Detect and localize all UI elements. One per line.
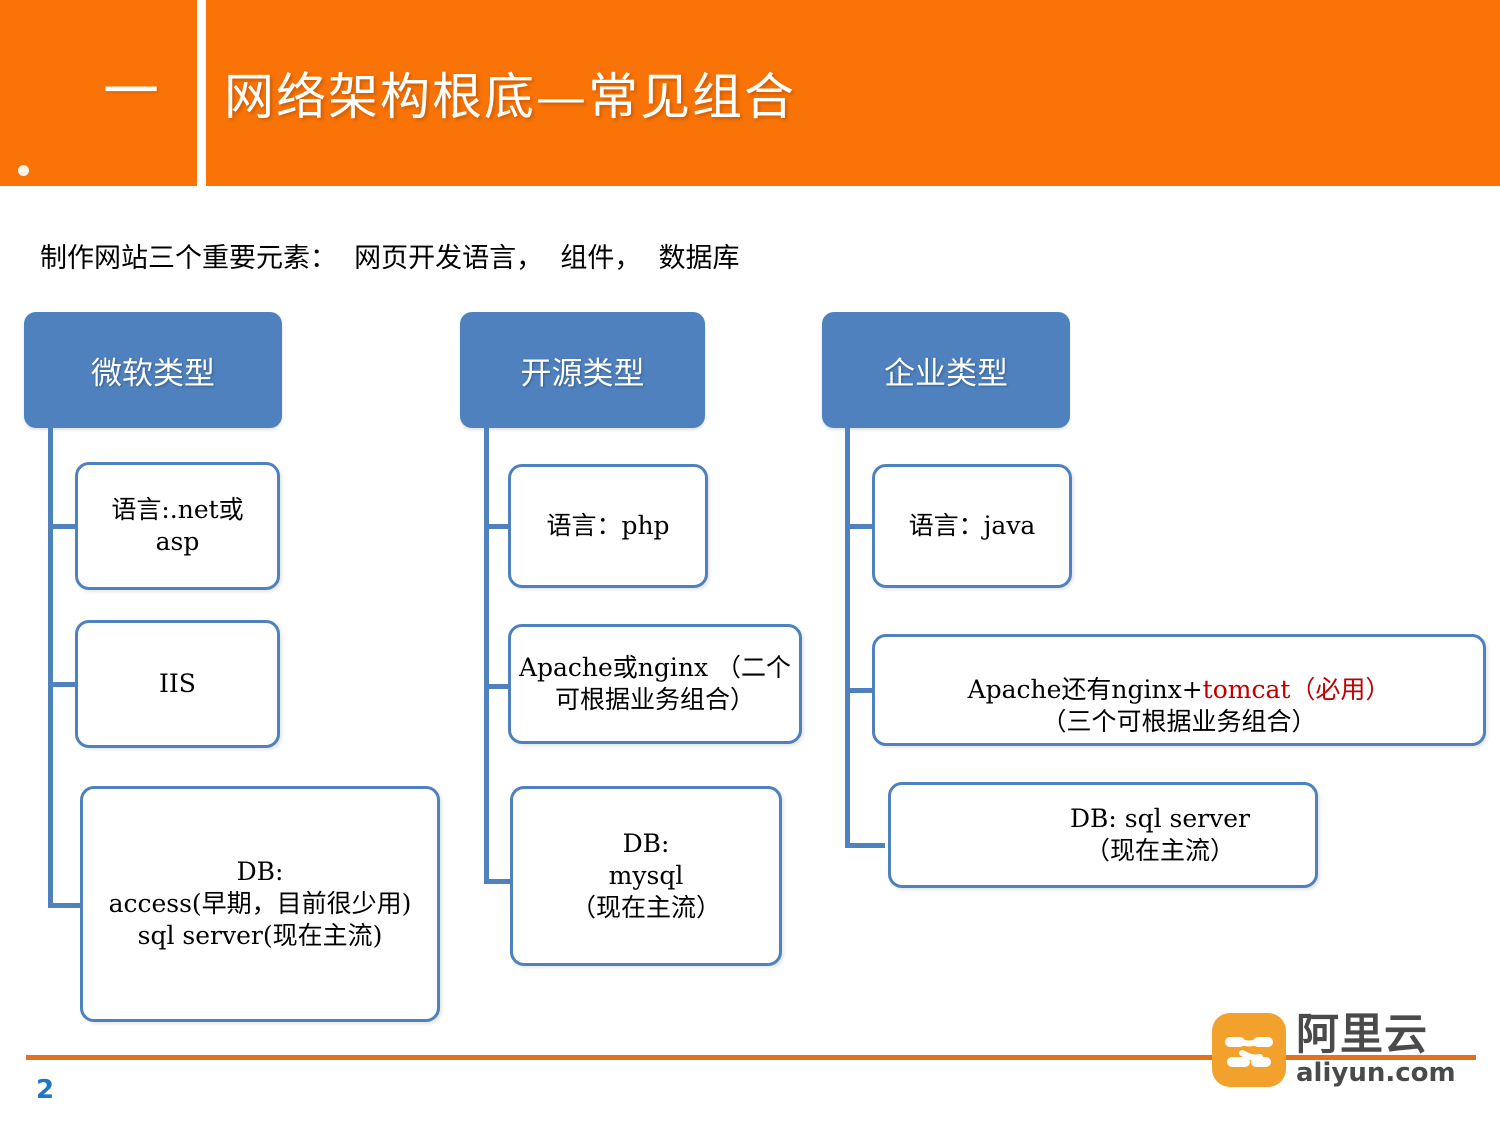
tree-stub-3-3 xyxy=(845,843,885,848)
node-ent-server-text-plain: Apache还有nginx+ xyxy=(967,675,1203,704)
tree-stub-1-3 xyxy=(48,903,86,908)
node-ent-language[interactable]: 语言：java xyxy=(872,464,1072,588)
node-ms-server[interactable]: IIS xyxy=(75,620,280,748)
aliyun-logo-cn: 阿里云 xyxy=(1296,1010,1428,1060)
footer-rule xyxy=(26,1055,1476,1060)
tree-stub-3-2 xyxy=(845,688,877,693)
node-ent-server-line1: Apache还有nginx+tomcat（必用） xyxy=(968,642,1391,706)
node-ms-language[interactable]: 语言:.net或 asp xyxy=(75,462,280,590)
node-os-language[interactable]: 语言：php xyxy=(508,464,708,588)
tree-stub-1-2 xyxy=(48,682,80,687)
tree-stub-1-1 xyxy=(48,524,80,529)
tree-trunk-2 xyxy=(484,428,489,884)
page-number: 2 xyxy=(36,1075,55,1105)
column-header-enterprise[interactable]: 企业类型 xyxy=(822,312,1070,428)
aliyun-logo-text: 阿里云 aliyun.com xyxy=(1296,1010,1456,1088)
tree-stub-3-1 xyxy=(845,524,877,529)
header-title-block xyxy=(206,0,1500,186)
node-ms-db[interactable]: DB: access(早期，目前很少用) sql server(现在主流) xyxy=(80,786,440,1022)
header-section-number: 一 xyxy=(103,60,159,125)
tree-stub-2-1 xyxy=(484,524,512,529)
node-ent-server-text-highlight: tomcat（必用） xyxy=(1202,675,1391,704)
column-header-opensource[interactable]: 开源类型 xyxy=(460,312,705,428)
tree-trunk-1 xyxy=(48,428,53,908)
node-ent-server[interactable]: Apache还有nginx+tomcat（必用） （三个可根据业务组合） xyxy=(872,634,1486,746)
aliyun-logo: 阿里云 aliyun.com xyxy=(1212,1013,1456,1087)
subtitle-text: 制作网站三个重要元素： 网页开发语言， 组件， 数据库 xyxy=(40,243,740,274)
node-os-db[interactable]: DB: mysql （现在主流） xyxy=(510,786,782,966)
tree-trunk-3 xyxy=(845,428,850,848)
dot-icon xyxy=(18,165,29,176)
header-number-block xyxy=(0,0,197,186)
tree-stub-2-2 xyxy=(484,684,512,689)
node-os-server[interactable]: Apache或nginx （二个可根据业务组合） xyxy=(508,624,802,744)
column-header-microsoft[interactable]: 微软类型 xyxy=(24,312,282,428)
aliyun-cloud-icon xyxy=(1212,1013,1286,1087)
node-ent-server-line2: （三个可根据业务组合） xyxy=(1041,707,1317,736)
aliyun-logo-en: aliyun.com xyxy=(1296,1058,1456,1088)
node-ent-db[interactable]: DB: sql server （现在主流） xyxy=(888,782,1318,888)
tree-stub-2-3 xyxy=(484,879,512,884)
page-title: 网络架构根底—常见组合 xyxy=(224,68,796,126)
